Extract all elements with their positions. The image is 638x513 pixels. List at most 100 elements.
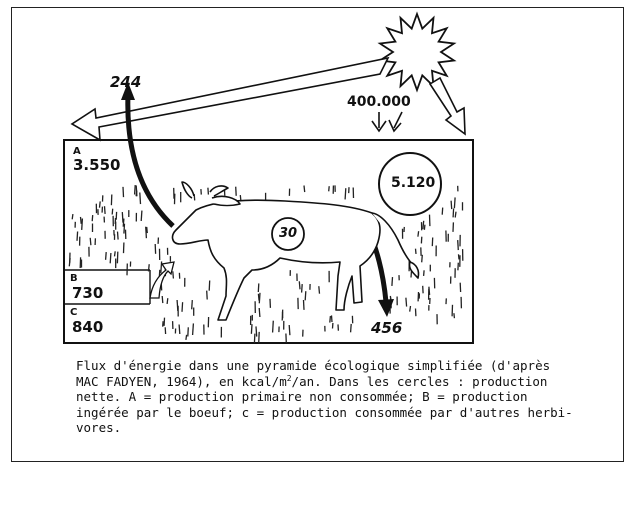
- grass-stroke: [208, 280, 211, 291]
- grass-stroke: [304, 291, 307, 301]
- grass-stroke: [166, 298, 169, 304]
- grass-stroke: [207, 187, 210, 195]
- caption-line-5: vores.: [76, 420, 122, 435]
- grass-stroke: [457, 240, 459, 251]
- grass-stroke: [257, 283, 260, 293]
- grass-stroke: [329, 316, 332, 323]
- grass-stroke: [423, 224, 426, 230]
- caption-line-4: ingérée par le boeuf; c = production con…: [76, 404, 573, 420]
- grass-stroke: [422, 270, 425, 276]
- grass-stroke: [457, 254, 460, 260]
- grass-stroke: [116, 231, 119, 240]
- solar-input-value: 400.000: [347, 94, 411, 110]
- grass-stroke: [191, 300, 193, 310]
- grass-stroke: [255, 326, 258, 337]
- grass-stroke: [328, 186, 330, 192]
- grass-stroke: [91, 215, 94, 222]
- grass-stroke: [258, 292, 261, 304]
- grass-stroke: [441, 207, 444, 215]
- compartment-c-value: 840: [72, 318, 104, 336]
- compartment-a-value: 3.550: [73, 156, 121, 174]
- producer-net-production-circle: [378, 152, 442, 216]
- grass-stroke: [98, 201, 101, 208]
- grass-stroke: [206, 290, 208, 300]
- grass-stroke: [145, 226, 148, 239]
- grass-stroke: [330, 315, 333, 323]
- grass-stroke: [135, 185, 138, 197]
- grass-stroke: [81, 218, 84, 230]
- reflected-energy-arrow: [70, 56, 390, 142]
- grass-stroke: [421, 254, 423, 263]
- producer-net-production-value: 5.120: [391, 175, 436, 191]
- grass-stroke: [181, 302, 184, 312]
- figure-frame: [11, 7, 624, 462]
- grass-stroke: [349, 323, 352, 333]
- grass-stroke: [409, 305, 412, 312]
- grass-stroke: [391, 277, 394, 286]
- grass-stroke: [71, 214, 74, 220]
- grass-stroke: [79, 216, 82, 224]
- grass-stroke: [121, 212, 124, 223]
- sun-icon: [377, 11, 457, 93]
- grass-stroke: [89, 237, 92, 246]
- grass-stroke: [450, 200, 453, 210]
- compartment-b-letter: B: [70, 273, 78, 284]
- grass-stroke: [160, 261, 163, 274]
- grass-stroke: [414, 248, 417, 254]
- grass-stroke: [405, 297, 408, 307]
- solar-input-arrow: [428, 76, 466, 136]
- ingestion-arrow: [149, 261, 175, 299]
- grass-stroke: [300, 284, 303, 293]
- grass-stroke: [454, 211, 457, 218]
- caption-line-3: nette. A = production primaire non conso…: [76, 389, 528, 404]
- grass-stroke: [122, 186, 125, 198]
- grass-stroke: [452, 208, 455, 218]
- grass-stroke: [318, 286, 321, 294]
- grass-stroke: [187, 327, 189, 337]
- grass-stroke: [133, 185, 136, 195]
- grass-stroke: [453, 197, 456, 209]
- grass-stroke: [298, 281, 301, 290]
- grass-stroke: [139, 192, 142, 205]
- grass-stroke: [288, 324, 291, 336]
- grass-stroke: [422, 220, 425, 230]
- cow-net-production-value: 30: [279, 226, 298, 241]
- grass-stroke: [253, 333, 256, 344]
- grass-stroke: [258, 331, 260, 344]
- grass-stroke: [235, 186, 237, 196]
- grass-stroke: [113, 251, 116, 257]
- grass-stroke: [303, 185, 306, 193]
- compartment-c-letter: C: [70, 307, 78, 318]
- grass-stroke: [185, 334, 188, 340]
- arrow-head-icon-2: [378, 299, 394, 317]
- ecosystem-box: [63, 139, 474, 344]
- grass-stroke: [76, 231, 79, 241]
- grass-stroke: [140, 210, 143, 222]
- caption-line-1: Flux d'énergie dans une pyramide écologi…: [76, 358, 551, 373]
- compartment-b-value: 730: [72, 284, 104, 302]
- grass-stroke: [191, 323, 195, 336]
- cow-icon: [171, 181, 420, 321]
- caption-line-2: MAC FADYEN, 1964), en kcal/m2/an. Dans l…: [76, 373, 548, 389]
- grass-stroke: [109, 252, 112, 264]
- compartment-a-letter: A: [73, 146, 81, 157]
- grass-stroke: [250, 324, 253, 334]
- grass-stroke: [172, 271, 175, 279]
- arrow-head-icon: [121, 82, 135, 100]
- grass-stroke: [104, 252, 107, 260]
- grass-stroke: [147, 264, 150, 272]
- consumption-loss-arrow: [125, 93, 175, 228]
- grass-stroke: [258, 307, 261, 318]
- grass-stroke: [161, 295, 164, 304]
- reflected-energy-value: 244: [110, 73, 142, 91]
- grass-stroke: [453, 313, 456, 319]
- grass-stroke: [111, 208, 114, 215]
- grass-stroke: [103, 206, 106, 214]
- grass-stroke: [344, 188, 347, 200]
- grass-stroke: [178, 324, 181, 335]
- cow-net-production-circle: [271, 217, 305, 251]
- figure-caption: Flux d'énergie dans une pyramide écologi…: [76, 358, 596, 436]
- small-down-arrow-icon: [371, 112, 387, 133]
- grass-stroke: [271, 320, 274, 333]
